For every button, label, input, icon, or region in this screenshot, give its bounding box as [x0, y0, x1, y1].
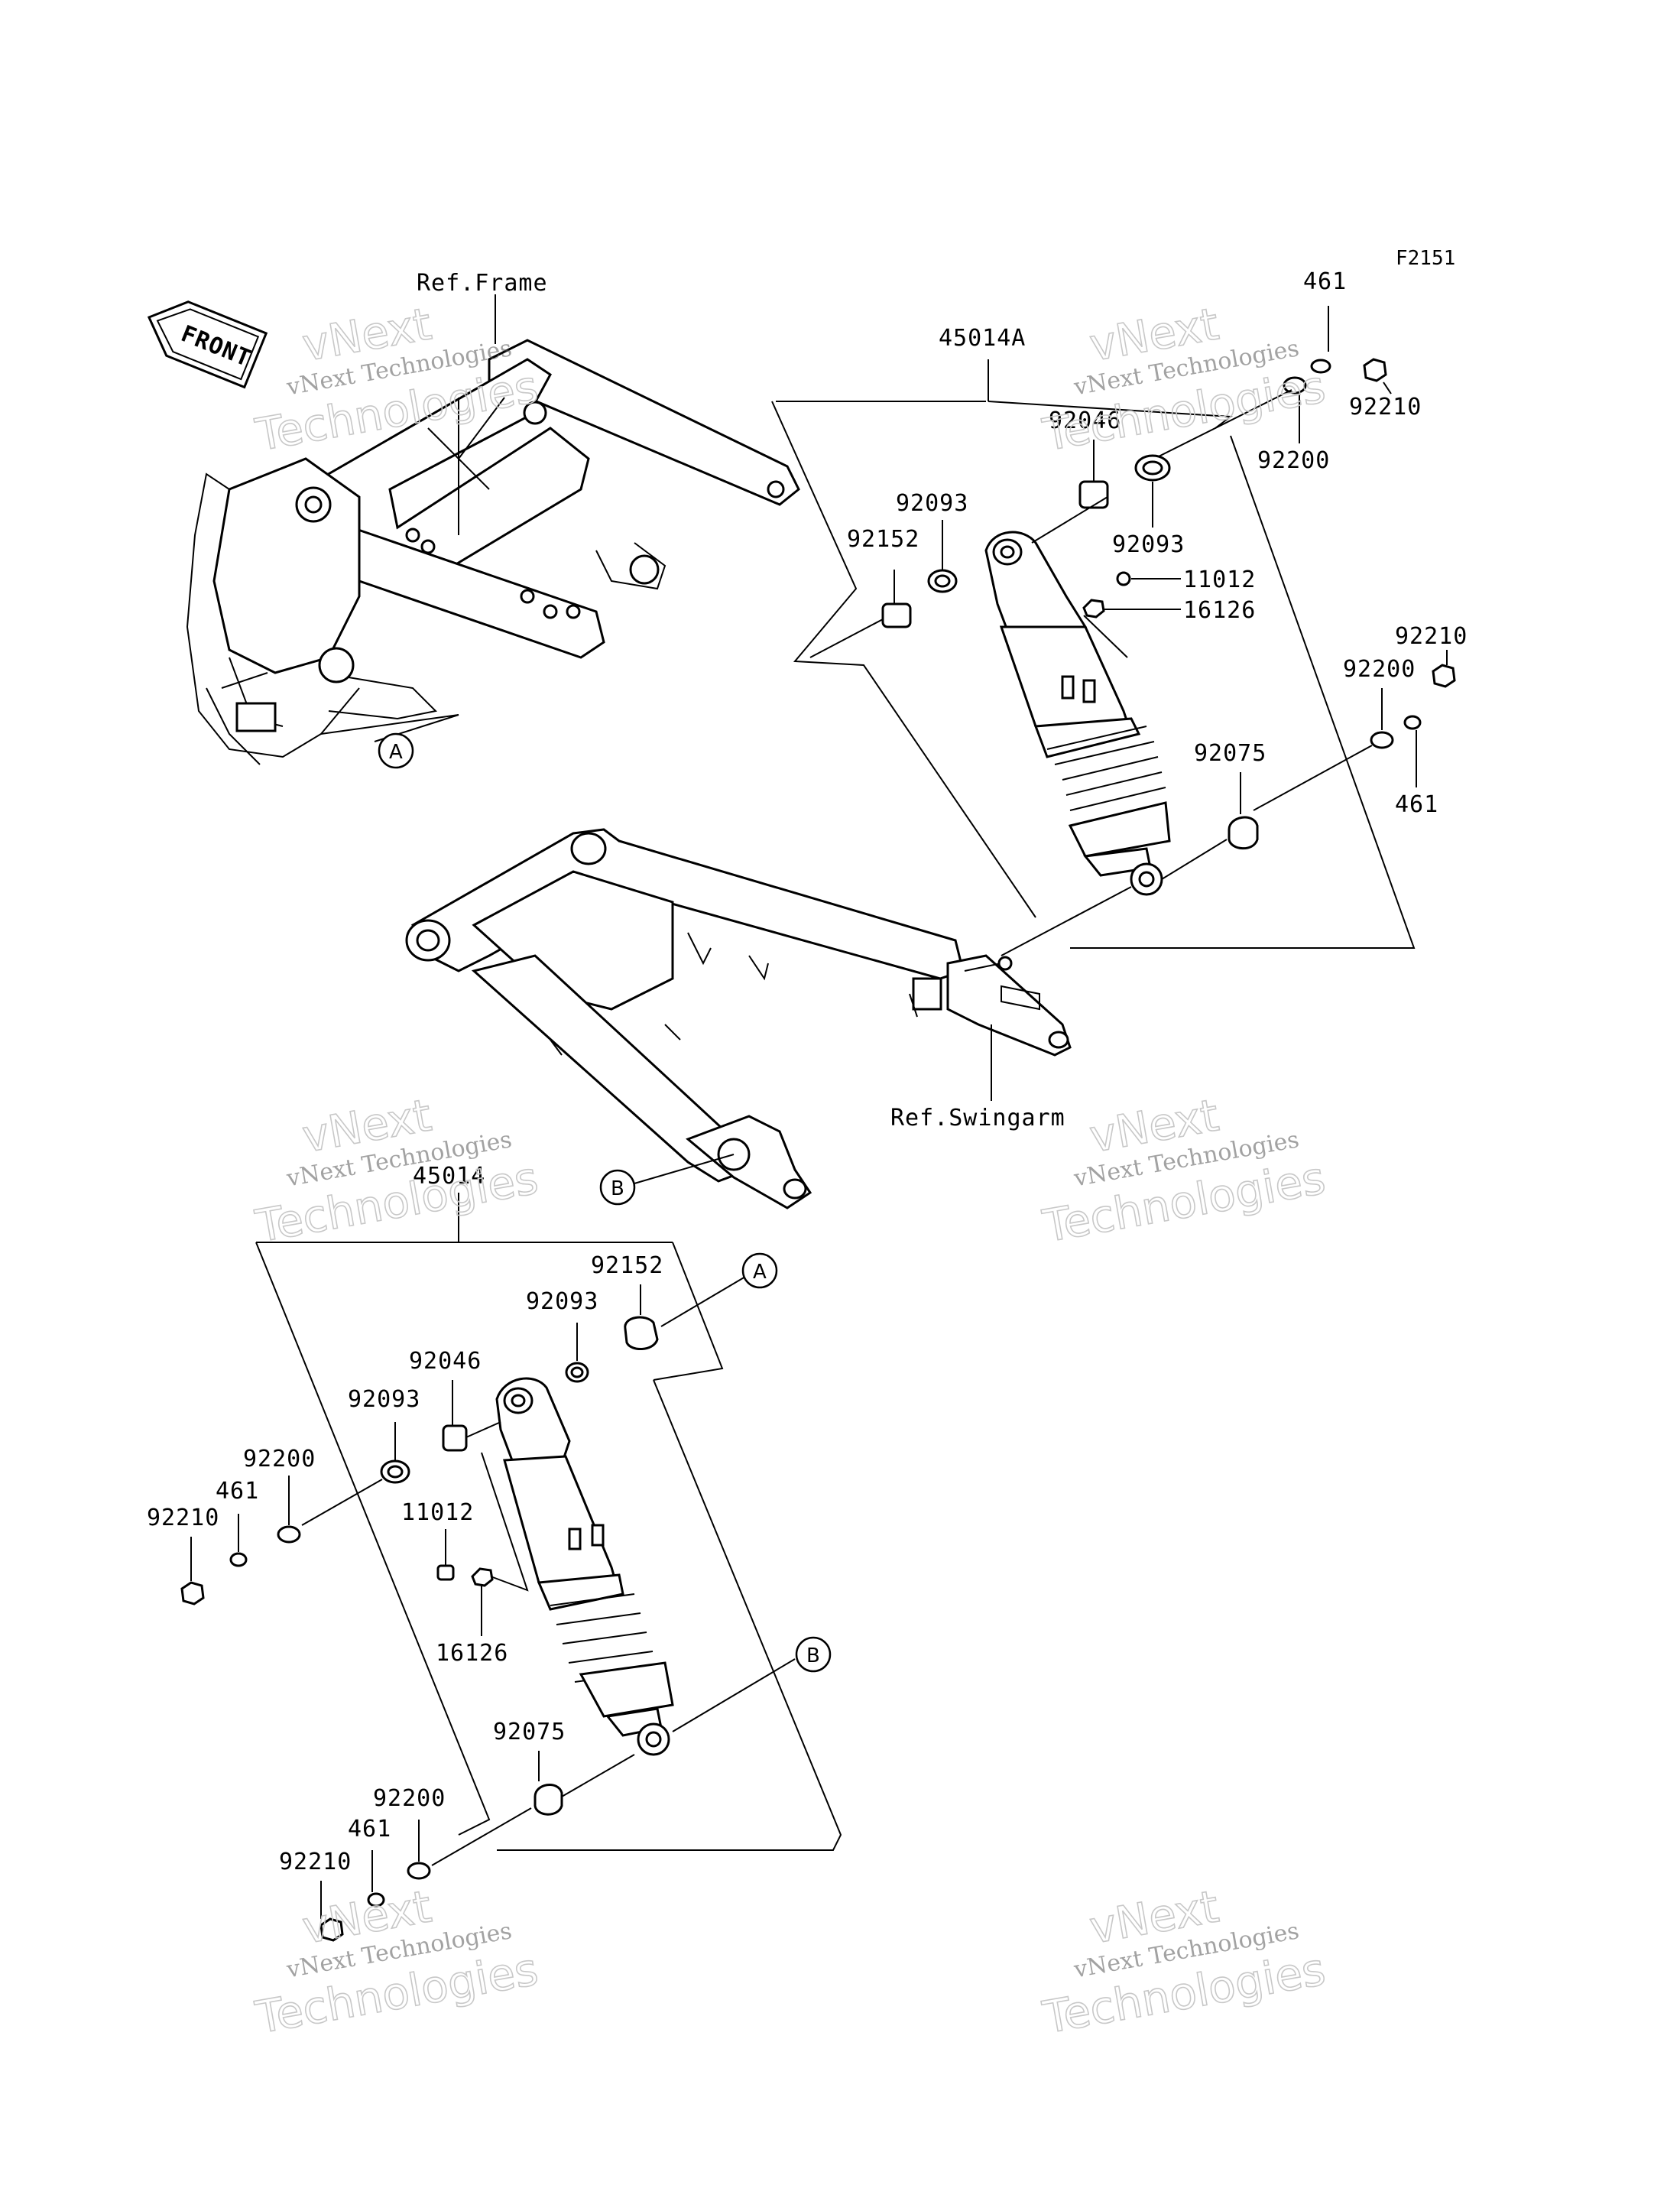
lower-92075-collar: [534, 1783, 563, 1816]
callout-a-lower-label: A: [753, 1261, 767, 1284]
lower-11012: 11012: [401, 1499, 474, 1526]
lower-92200-top-washer: [277, 1525, 301, 1544]
lower-92152-collar: [624, 1316, 659, 1350]
lower-92093-a: 92093: [526, 1288, 598, 1315]
lower-shock-absorber: [495, 1377, 674, 1756]
lower-16126: 16126: [436, 1640, 508, 1667]
upper-92210-top-nut: [1363, 358, 1387, 382]
upper-92200-top: 92200: [1257, 447, 1330, 474]
watermark-3: vNext vNext Technologies Technologies: [251, 1089, 542, 1253]
lower-92200-top: 92200: [243, 1446, 316, 1472]
upper-92200-low-washer: [1370, 731, 1394, 749]
lower-461-low-washer: [367, 1892, 385, 1907]
upper-92200-top-washer: [1283, 376, 1307, 394]
lower-assembly-no: 45014: [413, 1163, 485, 1190]
lower-92093-b: 92093: [348, 1386, 420, 1413]
callout-a-lower: [741, 1252, 778, 1289]
lower-461-top: 461: [216, 1478, 259, 1505]
callout-b-lower-label: B: [806, 1644, 820, 1667]
lower-11012-plug: [436, 1564, 455, 1581]
lower-92210-top-nut: [180, 1581, 205, 1605]
upper-461-low: 461: [1395, 791, 1438, 818]
callout-a-frame-label: A: [389, 741, 403, 764]
frame-drawing: [186, 339, 800, 765]
lower-92075: 92075: [493, 1719, 566, 1745]
upper-92075: 92075: [1194, 740, 1266, 767]
upper-92093-a: 92093: [896, 490, 968, 517]
lower-92200-low: 92200: [373, 1785, 446, 1812]
upper-461-low-washer: [1403, 715, 1422, 730]
upper-92200-low: 92200: [1343, 656, 1416, 683]
watermark-6: vNext vNext Technologies Technologies: [1038, 1880, 1329, 2044]
upper-461-top-washer: [1310, 359, 1331, 374]
upper-92152: 92152: [847, 526, 919, 553]
diagram-code: F2151: [1396, 247, 1455, 270]
lower-92152: 92152: [591, 1252, 663, 1279]
swingarm-drawing: [405, 828, 1072, 1209]
upper-assembly-no: 45014A: [939, 325, 1026, 352]
callout-a-frame: [378, 732, 414, 769]
lower-461-top-washer: [229, 1552, 248, 1567]
upper-92152-collar: [881, 602, 912, 628]
upper-92210-low: 92210: [1395, 623, 1468, 650]
upper-461-top: 461: [1303, 268, 1347, 295]
ref-frame-label: Ref.Frame: [417, 270, 548, 297]
upper-92210-low-nut: [1432, 664, 1456, 688]
upper-92093-b: 92093: [1112, 531, 1185, 558]
lower-92210-low: 92210: [279, 1849, 352, 1875]
lower-92046: 92046: [409, 1348, 482, 1375]
watermark-5: vNext vNext Technologies Technologies: [251, 1880, 542, 2044]
callout-b-swingarm-label: B: [611, 1177, 624, 1200]
watermark-4: vNext vNext Technologies Technologies: [1038, 1089, 1329, 1253]
upper-11012: 11012: [1183, 567, 1256, 593]
callout-b-swingarm: [599, 1169, 636, 1206]
watermark-2: vNext vNext Technologies Technologies: [1038, 297, 1329, 462]
upper-92046-bearing: [1078, 480, 1109, 509]
upper-92046: 92046: [1049, 407, 1121, 434]
lower-92210-top: 92210: [147, 1505, 219, 1531]
callout-b-lower: [795, 1636, 832, 1673]
ref-swingarm-label: Ref.Swingarm: [890, 1105, 1065, 1131]
lower-92046-bearing: [442, 1424, 468, 1452]
front-arrow-icon: FRONT: [147, 300, 268, 389]
upper-16126: 16126: [1183, 597, 1256, 624]
upper-92210-top: 92210: [1349, 394, 1422, 420]
lower-461-low: 461: [348, 1816, 391, 1842]
upper-shock-absorber: [984, 531, 1171, 896]
upper-16126-screw: [1082, 599, 1105, 618]
lower-92210-low-nut: [319, 1917, 344, 1942]
lower-16126-screw: [471, 1567, 494, 1587]
lower-92200-low-washer: [407, 1862, 431, 1880]
upper-92075-collar: [1228, 816, 1259, 850]
upper-11012-plug: [1116, 571, 1131, 586]
